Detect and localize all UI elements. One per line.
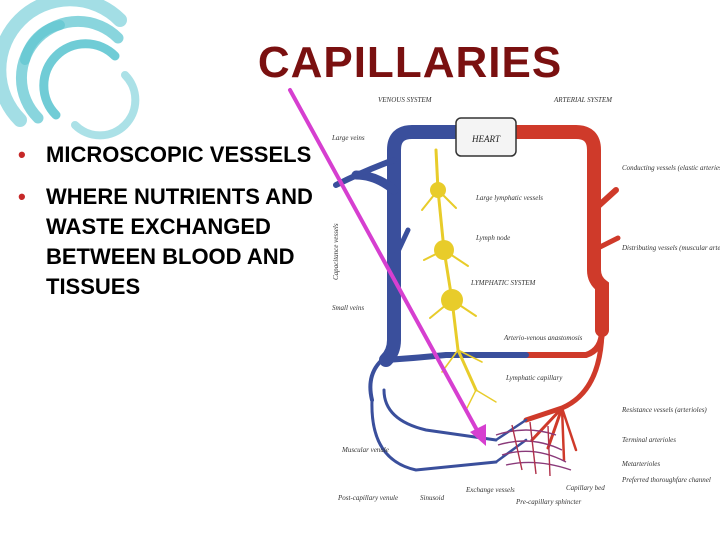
label-capacitance-vessels: Capacitance vessels [332,223,340,280]
label-conducting-vessels: Conducting vessels (elastic arteries) [622,164,720,172]
label-preferred-channel: Preferred thoroughfare channel [621,476,711,484]
bullet-text: WHERE NUTRIENTS AND WASTE EXCHANGED BETW… [46,184,313,299]
venous-vessels [333,125,529,472]
swirl-logo-icon [0,0,140,140]
bullet-list: • MICROSCOPIC VESSELS • WHERE NUTRIENTS … [18,140,328,314]
label-lymphatic-system: LYMPHATIC SYSTEM [470,279,537,287]
label-precapillary-sphincter: Pre-capillary sphincter [515,498,582,506]
label-metarterioles: Metarterioles [621,460,660,468]
label-large-lymphatic: Large lymphatic vessels [475,194,543,202]
capillary-bed [495,421,572,477]
label-sinusoid: Sinusoid [420,494,445,502]
lymph-node-icon [430,182,463,311]
slide-title: CAPILLARIES [257,38,563,87]
arterial-vessels [509,125,621,462]
bullet-text: MICROSCOPIC VESSELS [46,142,312,167]
heart-label: HEART [471,134,501,144]
label-arterial-system: ARTERIAL SYSTEM [553,96,613,104]
label-terminal-arterioles: Terminal arterioles [622,436,676,444]
label-muscular-venule: Muscular venule [341,446,389,454]
label-lymph-node: Lymph node [475,234,510,242]
label-postcapillary-venule: Post-capillary venule [337,494,398,502]
circulation-diagram: HEART VENOUS SYSTEM ARTERIAL SYSTEM Larg… [331,96,720,506]
label-capillary-bed: Capillary bed [566,484,605,492]
label-av-anastomosis: Arterio-venous anastomosis [503,334,583,342]
bullet-item: • WHERE NUTRIENTS AND WASTE EXCHANGED BE… [18,182,328,302]
bullet-item: • MICROSCOPIC VESSELS [18,140,328,170]
bullet-dot-icon: • [18,184,26,209]
label-exchange-vessels: Exchange vessels [465,486,515,494]
label-small-veins: Small veins [332,304,364,312]
label-resistance-vessels: Resistance vessels (arterioles) [621,406,707,414]
label-distributing-vessels: Distributing vessels (muscular arteries) [621,244,720,252]
bullet-dot-icon: • [18,142,26,167]
label-venous-system: VENOUS SYSTEM [378,96,433,104]
label-large-veins: Large veins [331,134,365,142]
label-lymphatic-capillary: Lymphatic capillary [505,374,563,382]
